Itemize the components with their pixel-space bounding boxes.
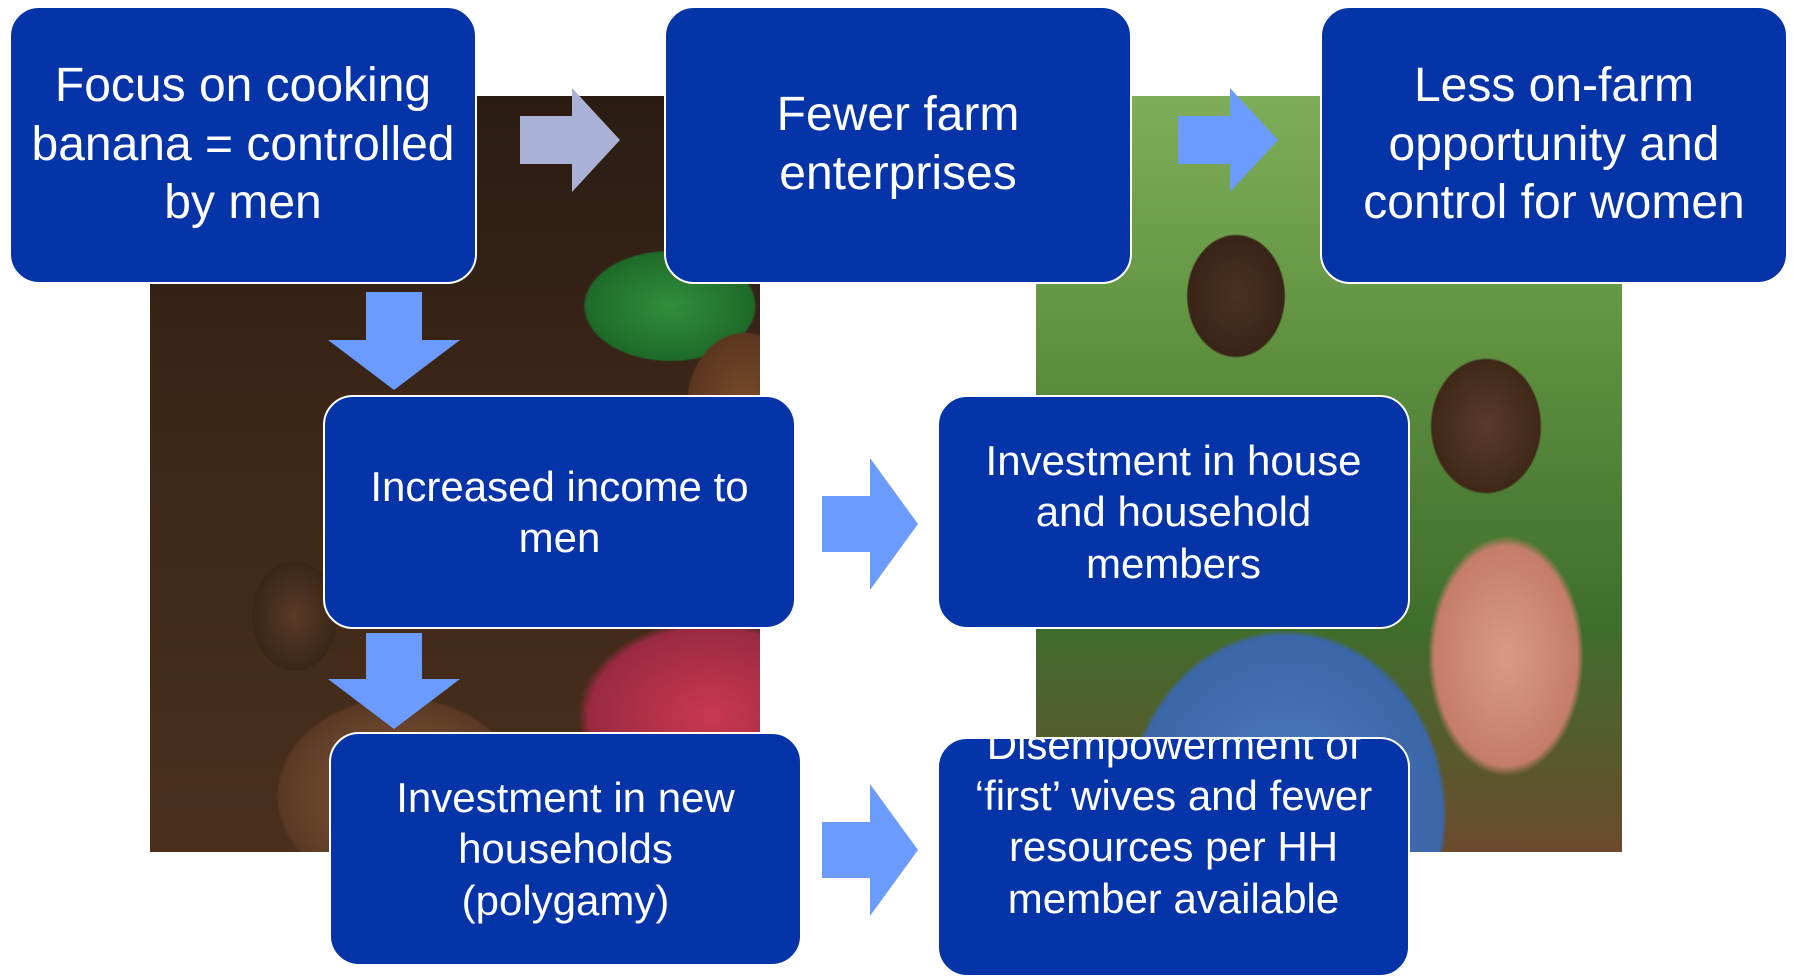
focus-on-cooking-banana-text: Focus on cooking banana = controlled by … [31, 59, 455, 230]
arrow-down-focus-to-income [328, 292, 460, 390]
arrow-right-income-to-house [822, 458, 918, 590]
focus-on-cooking-banana-box: Focus on cooking banana = controlled by … [9, 6, 477, 284]
investment-in-new-households-box: Investment in new households (polygamy) [329, 732, 802, 966]
investment-in-new-households-text: Investment in new households (polygamy) [396, 774, 735, 924]
increased-income-box: Increased income to men [323, 395, 796, 629]
investment-in-house-box: Investment in house and household member… [937, 395, 1410, 629]
arrow-right-fewer-to-less [1178, 88, 1278, 192]
fewer-farm-enterprises-box: Fewer farm enterprises [664, 6, 1132, 284]
arrow-right-focus-to-fewer [520, 88, 620, 192]
arrow-down-income-to-newhh [328, 633, 460, 729]
fewer-farm-enterprises-text: Fewer farm enterprises [776, 88, 1020, 200]
investment-in-house-text: Investment in house and household member… [985, 437, 1362, 587]
increased-income-text: Increased income to men [370, 462, 749, 561]
disempowerment-box: Disempowerment of ‘first’ wives and fewe… [937, 737, 1410, 977]
less-on-farm-opportunity-box: Less on-farm opportunity and control for… [1320, 6, 1788, 284]
less-on-farm-opportunity-text: Less on-farm opportunity and control for… [1363, 59, 1745, 230]
arrow-right-newhh-to-disempowerment [822, 784, 918, 916]
disempowerment-text: Disempowerment of ‘first’ wives and fewe… [974, 737, 1373, 922]
